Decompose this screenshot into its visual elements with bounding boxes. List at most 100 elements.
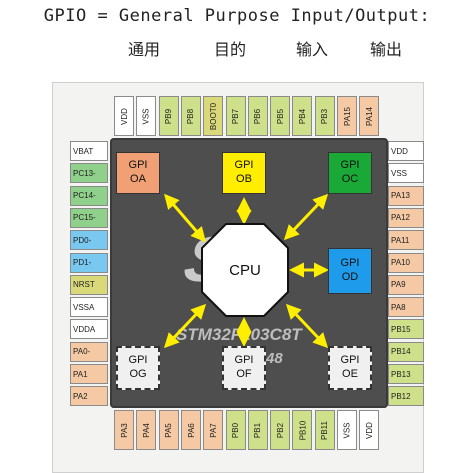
gpio-b-block: GPI OB: [222, 152, 266, 194]
pin-right-2: PA13: [388, 185, 424, 206]
pin-left-2: PC14-: [70, 185, 108, 206]
pin-top-2: PB9: [158, 96, 179, 136]
pin-bottom-6: PB1: [247, 410, 268, 450]
pin-label: PB15: [391, 324, 411, 334]
pin-label: PA2: [73, 391, 88, 401]
arrow-cpu-oc: [283, 193, 329, 241]
pin-label: PA13: [391, 191, 410, 201]
pin-right-10: PB13: [388, 364, 424, 384]
gpio-d-line2: OD: [341, 271, 359, 283]
pin-label: PC14-: [73, 191, 96, 201]
pin-label: PC13-: [73, 168, 96, 178]
pin-left-0: VBAT: [70, 141, 108, 161]
pin-right-3: PA12: [388, 207, 424, 228]
gpio-b-line1: GPI: [234, 159, 254, 172]
gpio-a-line1: GPI: [128, 159, 148, 172]
pin-label: VSSA: [73, 302, 95, 312]
gpio-f-line1: GPI: [234, 354, 254, 367]
gpio-d-block: GPI OD: [328, 248, 372, 294]
pin-bottom-3: PA6: [180, 410, 201, 450]
pin-bottom-7: PB2: [270, 410, 291, 450]
subheading-purpose: 目的: [214, 40, 247, 59]
subheading-general: 通用: [128, 40, 161, 59]
gpio-a-block: GPI OA: [116, 152, 160, 194]
pin-right-6: PA9: [388, 274, 424, 295]
pin-label: PA1: [73, 369, 88, 379]
pin-label: VSS: [391, 168, 408, 178]
subheading-output: 输出: [370, 40, 403, 59]
pin-right-7: PA8: [388, 297, 424, 318]
pin-right-1: VSS: [388, 163, 424, 184]
pin-label: PB13: [391, 369, 411, 379]
pin-bottom-9: PB11: [314, 410, 335, 450]
pin-left-4: PD0-: [70, 230, 108, 251]
gpio-e-line2: OE: [342, 368, 358, 380]
pin-top-3: PB8: [180, 96, 201, 136]
pin-label: PA9: [391, 280, 406, 290]
pin-left-7: VSSA: [70, 297, 108, 318]
pin-label: VDDA: [73, 324, 96, 334]
heading: GPIO = General Purpose Input/Output:: [43, 6, 431, 26]
pin-label: VDD: [391, 146, 408, 156]
pin-bottom-2: PA5: [158, 410, 179, 450]
arrow-cpu-oa: [164, 193, 206, 243]
pin-label: PC15-: [73, 213, 96, 223]
cpu-label: CPU: [229, 262, 261, 279]
pin-bottom-0: PA3: [114, 410, 134, 450]
gpio-e-line1: GPI: [340, 354, 360, 367]
pin-top-6: PB6: [247, 96, 268, 136]
pin-top-5: PB7: [225, 96, 246, 136]
pin-left-3: PC15-: [70, 207, 108, 228]
subheading: 通用 目的 输入 输出: [0, 36, 474, 62]
subheading-input: 输入: [296, 40, 329, 59]
pin-top-9: PB3: [314, 96, 335, 136]
pin-top-7: PB5: [270, 96, 291, 136]
gpio-f-line2: OF: [236, 368, 252, 380]
pin-label: VBAT: [73, 146, 94, 156]
pin-left-11: PA2: [70, 386, 108, 407]
pin-left-1: PC13-: [70, 163, 108, 184]
pin-label: PA12: [391, 213, 410, 223]
gpio-g-line2: OG: [129, 368, 147, 380]
pin-left-8: VDDA: [70, 319, 108, 340]
pin-label: NRST: [73, 280, 95, 290]
gpio-a-line2: OA: [130, 173, 146, 185]
pin-left-9: PA0-: [70, 341, 108, 362]
pin-top-8: PB4: [292, 96, 313, 136]
gpio-b-line2: OB: [236, 173, 252, 185]
pin-top-11: PA14: [359, 96, 380, 136]
pin-right-0: VDD: [388, 141, 424, 161]
pin-left-5: PD1-: [70, 252, 108, 273]
pin-right-11: PB12: [388, 386, 424, 407]
pin-label: PB14: [391, 347, 411, 357]
pin-label: PA8: [391, 302, 406, 312]
pin-right-4: PA11: [388, 230, 424, 251]
pin-label: PD1-: [73, 258, 92, 267]
pin-top-10: PA15: [337, 96, 357, 136]
gpio-c-block: GPI OC: [328, 152, 372, 194]
pin-bottom-5: PB0: [225, 410, 246, 450]
pin-top-4: BOOT0: [203, 96, 224, 136]
pin-bottom-10: VSS: [337, 410, 357, 450]
pin-label: PA10: [391, 258, 410, 267]
pin-bottom-1: PA4: [136, 410, 157, 450]
pin-top-0: VDD: [114, 96, 134, 136]
pin-bottom-11: VDD: [359, 410, 380, 450]
gpio-f-block: GPI OF: [222, 346, 266, 390]
gpio-c-line1: GPI: [340, 159, 360, 172]
pin-right-8: PB15: [388, 319, 424, 340]
pin-label: PB12: [391, 391, 411, 401]
arrow-cpu-og: [163, 303, 207, 349]
pin-right-9: PB14: [388, 341, 424, 362]
pin-bottom-8: PB10: [292, 410, 313, 450]
pin-label: PD0-: [73, 235, 92, 245]
gpio-d-line1: GPI: [340, 257, 360, 270]
gpio-e-block: GPI OE: [328, 346, 372, 390]
pin-label: PA0-: [73, 347, 91, 357]
gpio-g-block: GPI OG: [116, 346, 160, 390]
pin-top-1: VSS: [136, 96, 157, 136]
pin-label: PA11: [391, 235, 410, 245]
pin-bottom-4: PA7: [203, 410, 224, 450]
gpio-c-line2: OC: [341, 173, 359, 185]
